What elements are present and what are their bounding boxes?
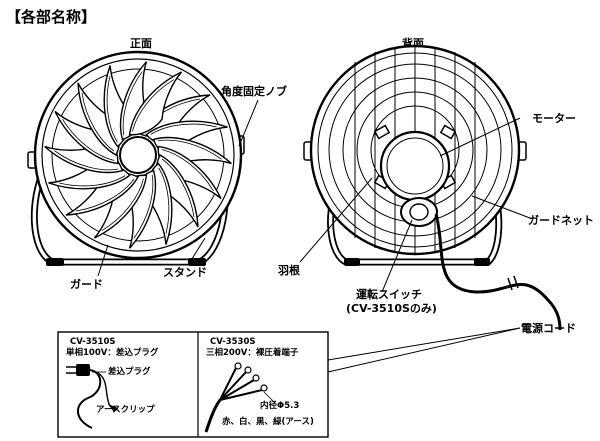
page-title: 【各部名称】 [6, 8, 96, 26]
power-cord [434, 213, 562, 331]
front-fan [27, 50, 245, 266]
plug-icon [66, 364, 118, 429]
label-switch: 運転スイッチ [356, 287, 422, 301]
label-motor: モーター [532, 112, 576, 125]
inset-right-model: CV-3530S [210, 337, 256, 347]
inset-right-spec: 三相200V：裸圧着端子 [206, 347, 299, 358]
inset-right-diameter: 内径Φ5.3 [260, 400, 299, 411]
label-blade: 羽根 [278, 263, 301, 277]
back-fan [303, 44, 527, 266]
inset-left-clip: アースクリップ [96, 404, 155, 415]
label-angle-knob: 角度固定ノブ [221, 84, 287, 98]
label-power-cord: 電源コード [521, 321, 576, 335]
label-guard-net: ガードネット [528, 213, 594, 227]
plug-inset-box [57, 331, 329, 438]
crimp-terminal-icon [204, 362, 268, 433]
inset-left-plug: 差込プラグ [107, 366, 151, 377]
front-view-heading: 正面 [130, 37, 152, 50]
label-stand: スタンド [163, 266, 207, 279]
label-guard: ガード [70, 277, 103, 291]
label-switch-note: (CV-3510Sのみ) [346, 302, 437, 315]
inset-left-spec: 単相100V：差込プラグ [66, 347, 159, 358]
inset-right-colors: 赤、白、黒、緑(アース) [222, 416, 314, 427]
front-hub [119, 136, 157, 174]
back-motor [379, 130, 451, 202]
inset-left-model: CV-3510S [70, 337, 116, 347]
